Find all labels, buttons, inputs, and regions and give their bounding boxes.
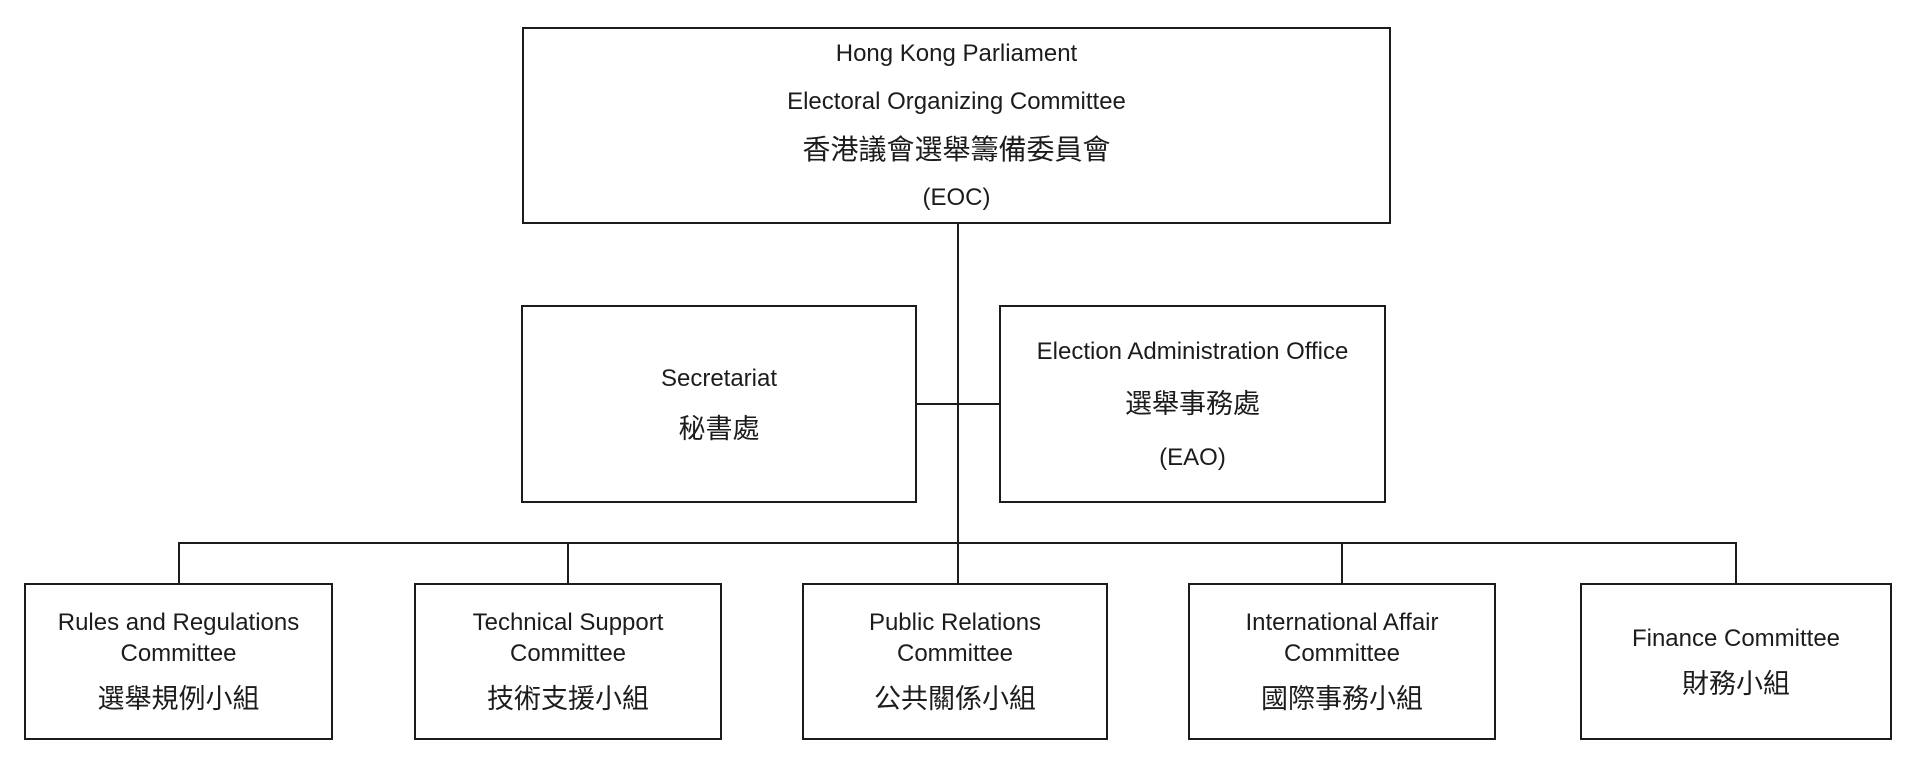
committee-name-zh: 公共關係小組 bbox=[874, 684, 1036, 714]
committee-name-zh: 國際事務小組 bbox=[1261, 684, 1423, 714]
committee-name-zh: 選舉規例小組 bbox=[97, 684, 260, 714]
eao-box: Election Administration Office 選舉事務處 (EA… bbox=[999, 305, 1386, 503]
root-box-eoc: Hong Kong Parliament Electoral Organizin… bbox=[522, 27, 1391, 224]
committee-name-zh: 財務小組 bbox=[1682, 668, 1790, 699]
root-title-zh: 香港議會選舉籌備委員會 bbox=[802, 133, 1111, 165]
connector-committees-horizontal bbox=[178, 542, 1737, 544]
connector-secretariat-eao bbox=[915, 403, 999, 405]
connector-stub-committee-5 bbox=[1735, 542, 1737, 583]
committee-box-finance: Finance Committee 財務小組 bbox=[1580, 583, 1892, 740]
committee-box-technical-support: Technical Support Committee 技術支援小組 bbox=[414, 583, 722, 740]
committee-name-en: Finance Committee bbox=[1631, 624, 1841, 652]
committee-box-international-affair: International Affair Committee 國際事務小組 bbox=[1188, 583, 1496, 740]
committee-name-en: International Affair Committee bbox=[1245, 609, 1439, 667]
committee-name-en: Technical Support Committee bbox=[472, 609, 664, 667]
eao-name-en: Election Administration Office bbox=[1036, 337, 1349, 365]
committee-name-en: Rules and Regulations Committee bbox=[57, 609, 300, 667]
committee-box-rules-and-regulations: Rules and Regulations Committee 選舉規例小組 bbox=[24, 583, 333, 740]
committee-box-public-relations: Public Relations Committee 公共關係小組 bbox=[802, 583, 1108, 740]
root-abbr: (EOC) bbox=[922, 183, 991, 211]
connector-stub-committee-4 bbox=[1341, 542, 1343, 583]
root-title-en-line1: Hong Kong Parliament bbox=[835, 39, 1078, 67]
eao-name-zh: 選舉事務處 bbox=[1125, 388, 1260, 419]
secretariat-name-en: Secretariat bbox=[660, 365, 778, 392]
secretariat-box: Secretariat 秘書處 bbox=[521, 305, 917, 503]
eao-abbr: (EAO) bbox=[1159, 443, 1226, 471]
committee-name-en: Public Relations Committee bbox=[868, 609, 1042, 667]
committee-name-zh: 技術支援小組 bbox=[487, 684, 649, 714]
root-title-en-line2: Electoral Organizing Committee bbox=[787, 87, 1126, 115]
connector-stub-committee-2 bbox=[567, 542, 569, 583]
connector-stub-committee-1 bbox=[178, 542, 180, 583]
secretariat-name-zh: 秘書處 bbox=[678, 414, 760, 444]
